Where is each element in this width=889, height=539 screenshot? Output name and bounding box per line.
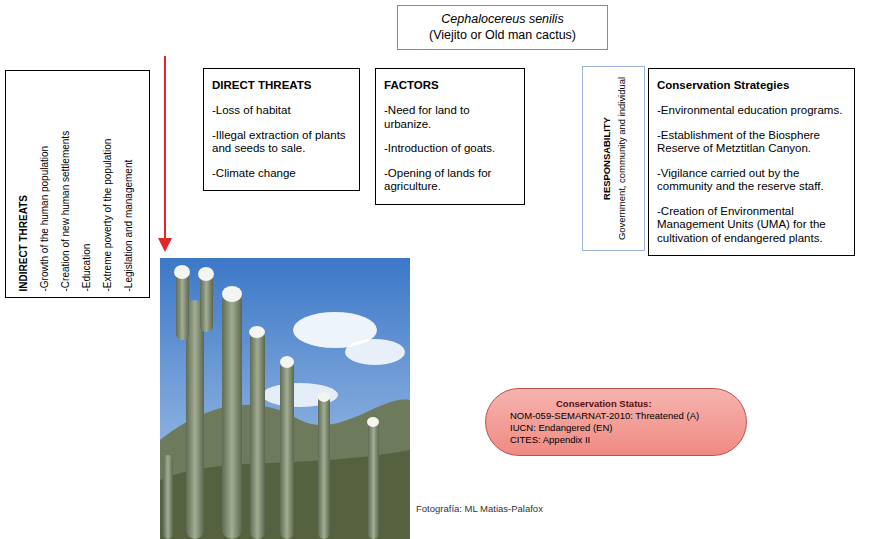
box-heading: Conservation Strategies: [657, 77, 846, 93]
box-text: -Illegal extraction of plants and seeds …: [212, 129, 351, 156]
box-text: (Viejito or Old man cactus): [404, 27, 601, 43]
box-text: -Environmental education programs.: [657, 104, 846, 118]
box-text: -Creation of new human settlements: [54, 130, 75, 291]
direct-threats-box: DIRECT THREATS -Loss of habitat -Illegal e…: [203, 68, 360, 191]
box-text: IUCN: Endangered (EN): [510, 422, 730, 434]
box-text: Government, community and individual: [614, 77, 629, 240]
cactus-photo: [160, 258, 410, 539]
box-text: -Creation of Environmental Management Un…: [657, 205, 846, 246]
box-text: -Need for land to urbanize.: [384, 104, 516, 131]
box-text: -Introduction of goats.: [384, 142, 516, 156]
box-text: -Legislation and management: [117, 159, 138, 291]
red-arrow: [164, 56, 166, 240]
arrow-head: [158, 238, 172, 252]
box-heading: Conservation Status:: [510, 398, 730, 410]
box-heading: INDIRECT THREATS: [12, 195, 33, 291]
factors-box: FACTORS -Need for land to urbanize. -Intro…: [375, 68, 525, 205]
strategies-box: Conservation Strategies -Environmental ed…: [648, 68, 855, 256]
box-text: CITES: Appendix II: [510, 434, 730, 446]
box-heading: FACTORS: [384, 77, 516, 93]
title-box: Cephalocereus senilis(Viejito or Old man…: [397, 5, 608, 50]
rotated-text: INDIRECT THREATS-Growth of the human pop…: [6, 71, 149, 297]
box-heading: DIRECT THREATS: [212, 77, 351, 93]
box-text: -Education: [75, 243, 96, 291]
box-text: NOM-059-SEMARNAT-2010: Threatened (A): [510, 410, 730, 422]
status-pill: Conservation Status:NOM-059-SEMARNAT-201…: [485, 388, 747, 456]
photo-credit: Fotografía: ML Matias-Palafox: [416, 503, 543, 514]
box-text: -Climate change: [212, 167, 351, 181]
box-text: -Growth of the human population: [33, 145, 54, 291]
rotated-text: RESPONSABILITYGovernment, community and …: [583, 67, 644, 250]
responsibility-box: RESPONSABILITYGovernment, community and …: [582, 66, 645, 251]
box-heading: RESPONSABILITY: [599, 117, 614, 200]
box-text: -Opening of lands for agriculture.: [384, 167, 516, 194]
indirect-threats-box: INDIRECT THREATS-Growth of the human pop…: [5, 70, 150, 298]
box-heading: Cephalocereus senilis: [404, 11, 601, 27]
box-text: -Loss of habitat: [212, 104, 351, 118]
box-text: -Vigilance carried out by the community …: [657, 167, 846, 194]
box-text: -Establishment of the Biosphere Reserve …: [657, 129, 846, 156]
box-text: -Extreme poverty of the population: [96, 138, 117, 291]
